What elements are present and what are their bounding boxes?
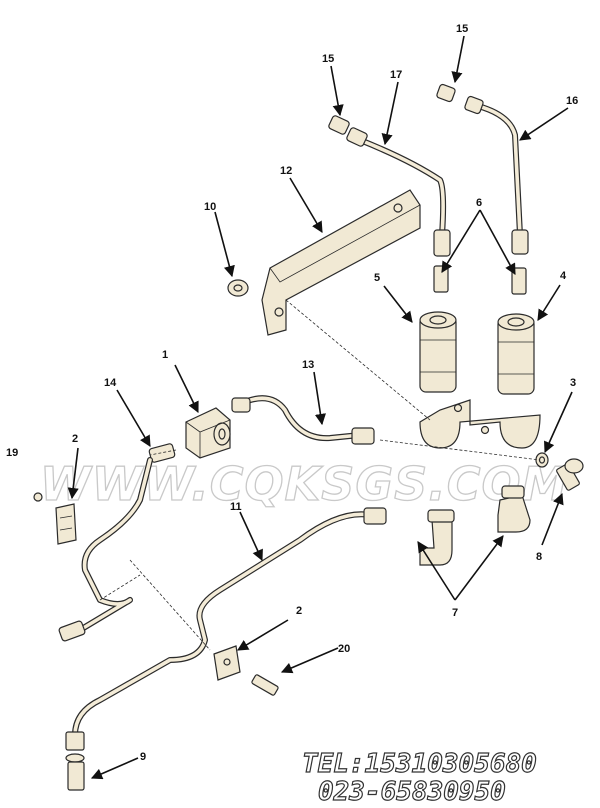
callout-6: 6 <box>476 197 482 209</box>
callout-16: 16 <box>566 95 578 107</box>
tube-lower-left <box>58 457 153 642</box>
callout-15-left: 15 <box>322 53 334 65</box>
contact-tel: TEL:15310305680 <box>302 749 537 779</box>
tube-11 <box>72 507 387 738</box>
callout-20: 20 <box>338 643 350 655</box>
connector-9 <box>65 731 85 791</box>
callout-8: 8 <box>536 551 542 563</box>
callout-4: 4 <box>560 270 567 282</box>
callout-9: 9 <box>140 751 146 763</box>
callout-arrows <box>67 35 573 780</box>
nut-10 <box>227 279 249 297</box>
callout-1: 1 <box>162 349 168 361</box>
callout-7: 7 <box>452 607 458 619</box>
elbow-7 <box>419 485 531 566</box>
callout-10: 10 <box>204 201 216 213</box>
callout-15-right: 15 <box>456 23 468 35</box>
fitting-14 <box>148 443 176 463</box>
filter-5 <box>419 311 457 393</box>
assembly-guides <box>99 299 541 651</box>
bolt-8 <box>556 458 584 491</box>
clamp-2-upper <box>55 503 77 545</box>
callout-13: 13 <box>302 359 314 371</box>
nut-19 <box>33 492 43 502</box>
watermark-text: WWW.CQKSGS.COM <box>40 457 568 511</box>
callout-2-upper: 2 <box>72 433 78 445</box>
screw-20 <box>251 674 279 696</box>
callout-19: 19 <box>6 447 18 459</box>
tee-1 <box>185 407 231 459</box>
fitting-15-right <box>436 83 456 103</box>
clamp-bracket <box>419 399 541 449</box>
tube-16 <box>464 95 529 255</box>
callout-14: 14 <box>104 377 117 389</box>
filter-4 <box>497 313 535 395</box>
tube-13 <box>231 395 375 445</box>
callout-17: 17 <box>390 69 402 81</box>
bracket-12 <box>261 189 421 336</box>
callout-2-lower: 2 <box>296 605 302 617</box>
callout-11: 11 <box>230 501 242 513</box>
clamp-2-lower <box>213 645 241 681</box>
callout-5: 5 <box>374 272 380 284</box>
washer-3 <box>535 452 549 468</box>
callout-3: 3 <box>570 377 576 389</box>
fitting-15-left <box>328 115 350 135</box>
contact-phone: 023-65830950 <box>318 777 506 807</box>
tube-17 <box>346 127 451 257</box>
callout-12: 12 <box>280 165 292 177</box>
